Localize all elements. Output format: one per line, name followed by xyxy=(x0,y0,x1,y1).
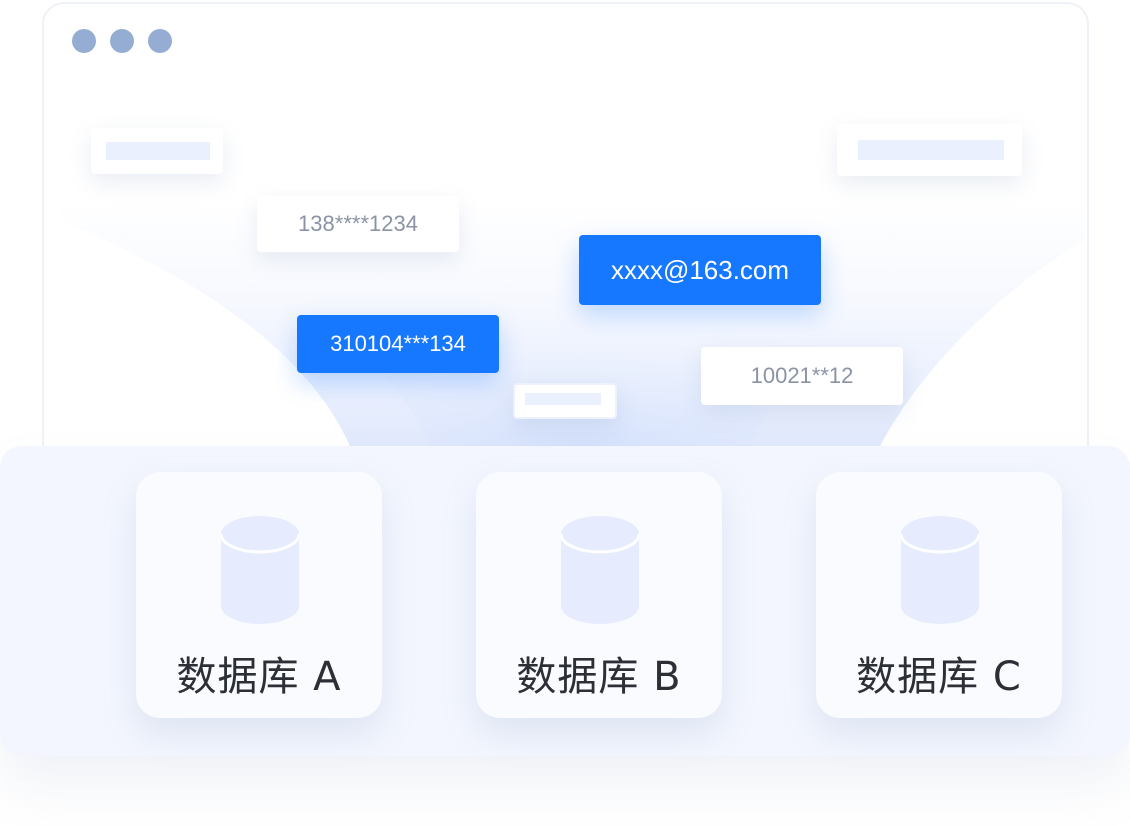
database-card-c: 数据库 C xyxy=(816,472,1062,718)
masked-phone-text: 138****1234 xyxy=(298,211,418,236)
database-label: 数据库 C xyxy=(856,654,1022,700)
database-icon xyxy=(901,516,979,624)
masked-email-text: xxxx@163.com xyxy=(610,254,790,285)
masked-id-chip: 310104***134 xyxy=(297,315,499,373)
window-dot xyxy=(72,29,96,53)
database-label: 数据库 B xyxy=(516,654,682,700)
database-label: 数据库 A xyxy=(176,654,342,700)
window-dot xyxy=(148,29,172,53)
placeholder-chip-center xyxy=(513,383,617,419)
placeholder-chip-right xyxy=(837,124,1022,176)
masked-code-text: 10021**12 xyxy=(750,363,854,388)
masked-id-text: 310104***134 xyxy=(330,331,466,356)
window-dot xyxy=(110,29,134,53)
window-controls xyxy=(72,29,172,53)
database-icon xyxy=(561,516,639,624)
masked-code-chip: 10021**12 xyxy=(701,347,903,405)
database-icon xyxy=(221,516,299,624)
browser-window xyxy=(42,2,1089,522)
masked-phone-chip: 138****1234 xyxy=(257,196,459,252)
masked-email-chip: xxxx@163.com xyxy=(579,235,821,305)
database-card-b: 数据库 B xyxy=(476,472,722,718)
placeholder-chip-left xyxy=(91,128,223,174)
database-card-a: 数据库 A xyxy=(136,472,382,718)
